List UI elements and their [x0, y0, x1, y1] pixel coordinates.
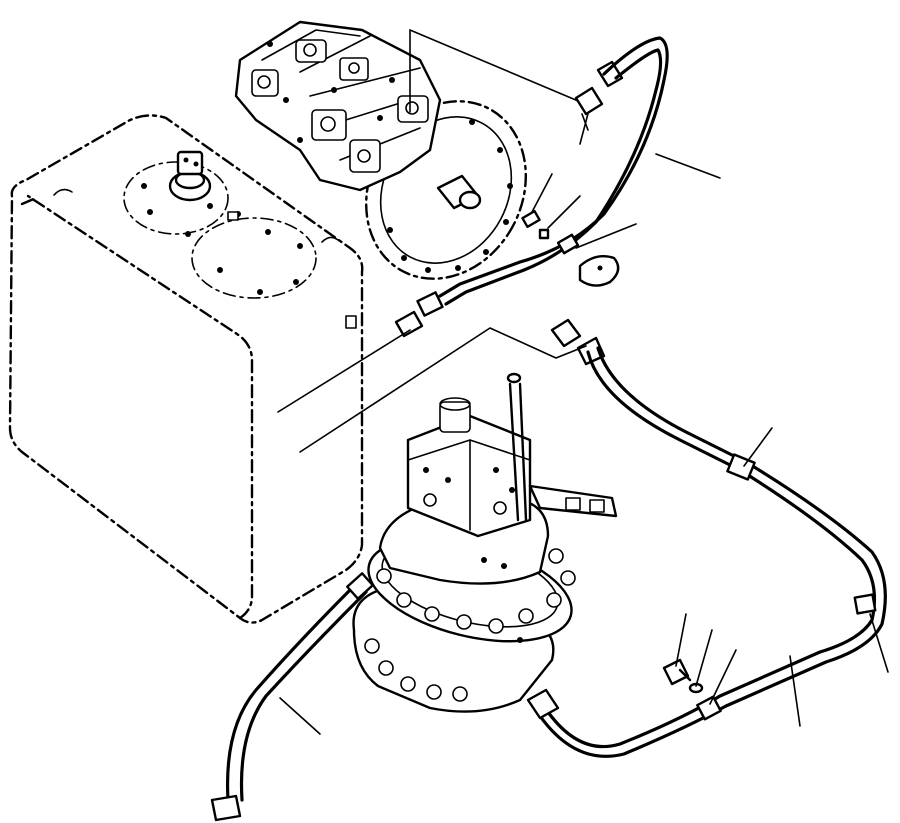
swing-motor	[352, 372, 618, 713]
tank-cap	[168, 150, 212, 202]
swing-drain-hose	[526, 346, 887, 758]
lower-drain-hose	[210, 572, 374, 822]
leader-lines	[277, 153, 889, 735]
motor-fittings	[550, 318, 606, 366]
clamps-bolts-washers	[662, 658, 704, 694]
hydraulic-tank	[8, 114, 364, 624]
upper-drain-hose	[394, 36, 669, 338]
main-pump	[234, 20, 591, 280]
pump-fittings	[521, 60, 624, 287]
